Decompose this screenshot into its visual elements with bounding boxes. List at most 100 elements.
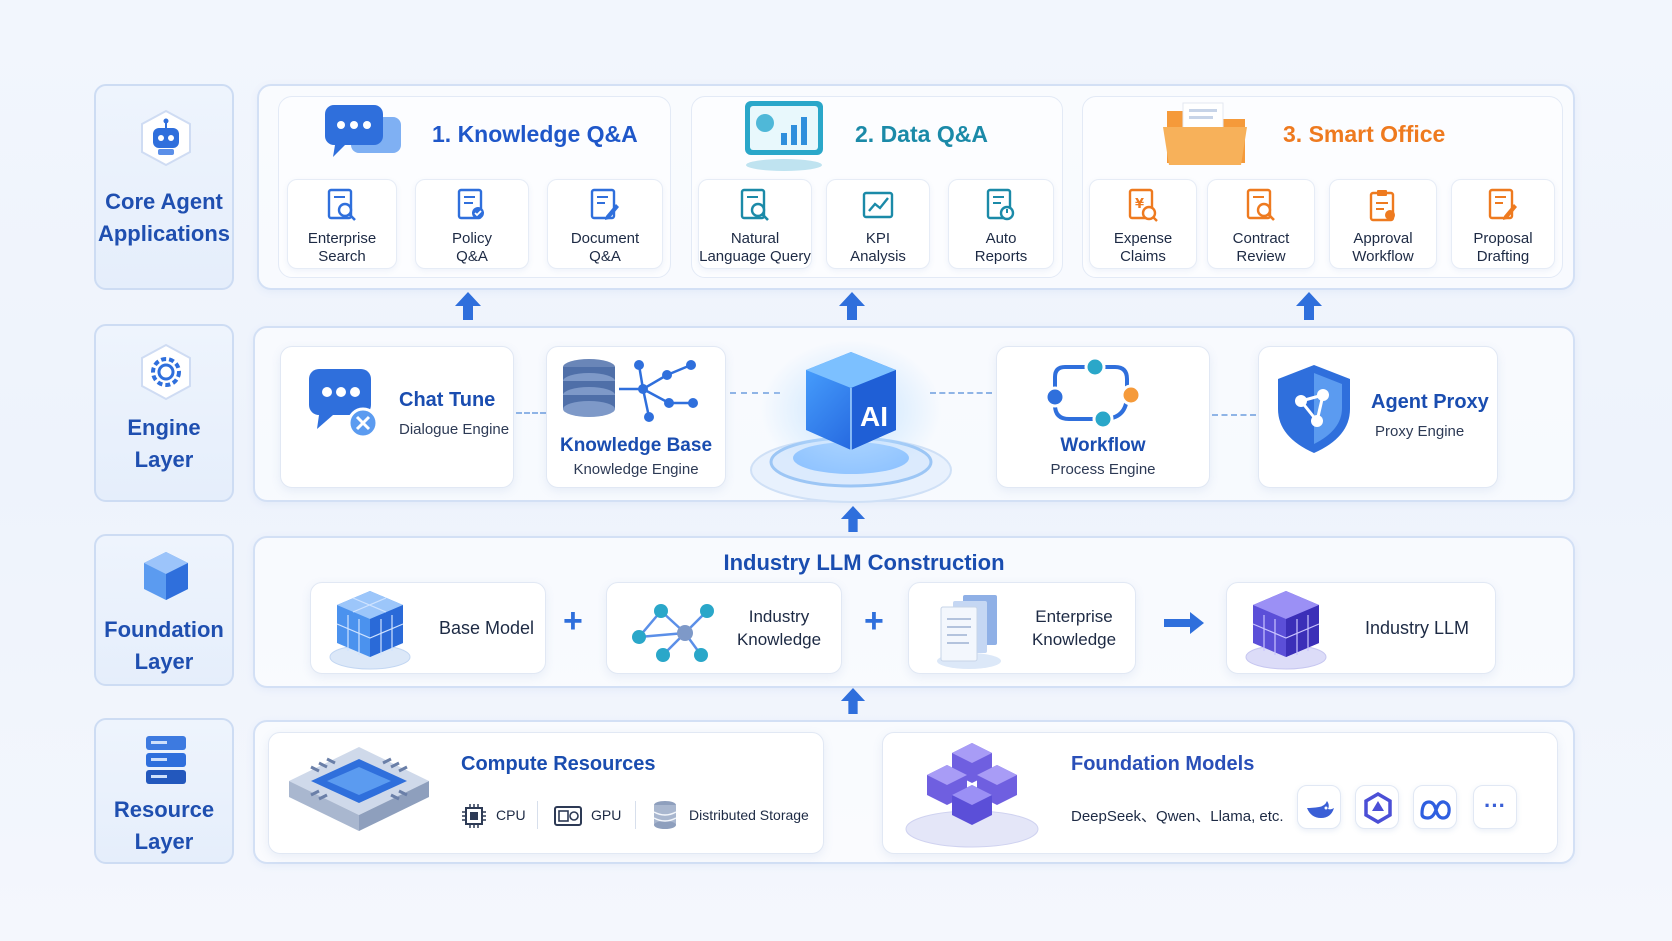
engine-knowledge-base[interactable]: Knowledge Base Knowledge Engine [546,346,726,488]
query-doc-icon [740,188,769,221]
engine-agent-proxy[interactable]: Agent Proxy Proxy Engine [1258,346,1498,488]
whale-icon [1307,801,1334,818]
app-nlq-l1: Natural [730,230,780,247]
knowledge-qa-title: 1. Knowledge Q&A [432,121,638,147]
workflow-sub: Process Engine [1050,461,1156,478]
more-models-button[interactable]: ··· [1473,785,1517,829]
app-expense-l2: Claims [1120,248,1166,265]
app-document-qa-l1: Document [570,230,640,247]
divider [635,801,636,829]
arrow-up-icon [840,688,866,714]
plus-sign: + [563,602,583,640]
connector-dash [930,392,992,394]
knowledge-base-sub: Knowledge Engine [573,461,699,478]
app-kpi-l1: KPI [865,230,891,247]
connector-dash [1212,414,1256,416]
plus-sign: + [864,602,884,640]
industry-llm-card[interactable]: Industry LLM [1226,582,1496,674]
foundation-models-list: DeepSeek、Qwen、Llama, etc. [1071,808,1284,825]
deepseek-logo[interactable] [1297,785,1341,829]
industry-knowledge-l1: Industry [748,607,810,626]
knowledge-base-title: Knowledge Base [559,435,713,456]
storage-label: Distributed Storage [689,807,809,823]
qwen-logo[interactable] [1355,785,1399,829]
review-doc-icon [1246,188,1275,221]
server-stack-icon [146,736,186,784]
divider [537,801,538,829]
industry-knowledge-l2: Knowledge [736,630,822,649]
enterprise-knowledge-l2: Knowledge [1031,630,1117,649]
engine-workflow[interactable]: Workflow Process Engine [996,346,1210,488]
chip-icon [289,747,429,831]
app-proposal-l1: Proposal [1473,230,1533,247]
layer-foundation-line1: Foundation [104,617,224,642]
app-expense-l1: Expense [1113,230,1173,247]
qwen-icon [1364,791,1392,825]
shield-icon [1278,365,1350,453]
layer-label-foundation: Foundation Layer [94,534,234,686]
chat-tune-sub: Dialogue Engine [399,421,510,438]
workflow-title: Workflow [1060,435,1146,456]
app-policy-qa-l2: Q&A [456,248,488,265]
layer-label-core: Core Agent Applications [94,84,234,290]
cube-icon [144,552,188,600]
ai-cube-icon: AI [750,340,952,503]
app-document-qa-l2: Q&A [589,248,621,265]
ai-label: AI [860,401,888,432]
infinity-icon [1420,800,1451,820]
arrow-up-icon [839,292,865,320]
chat-tune-icon [309,369,379,439]
foundation-models-card[interactable]: Foundation Models DeepSeek、Qwen、Llama, e… [882,732,1558,854]
app-enterprise-search-l2: Search [318,248,366,265]
documents-icon [937,595,1001,669]
clipboard-icon [1369,190,1395,222]
compute-resources-card[interactable]: Compute Resources CPU GPU Distributed St… [268,732,824,854]
arrow-right-icon [1164,612,1204,634]
agent-proxy-title: Agent Proxy [1371,391,1489,413]
app-nlq-l2: Language Query [699,248,811,265]
engine-chat-tune[interactable]: Chat Tune Dialogue Engine [280,346,514,488]
monitor-chart-icon [745,101,823,171]
gear-icon [141,343,191,401]
search-doc-icon [327,188,356,221]
cube-grid-icon [329,591,411,670]
agent-proxy-sub: Proxy Engine [1375,423,1465,440]
layer-engine-line2: Layer [134,447,194,472]
enterprise-knowledge-l1: Enterprise [1035,607,1113,626]
arrow-up-icon [840,506,866,532]
connector-dash [516,412,546,414]
ai-core: AI [746,330,956,510]
layer-resource-line2: Layer [134,829,194,854]
smart-office-title: 3. Smart Office [1283,121,1446,147]
arrow-up-icon [455,292,481,320]
cpu-icon [462,804,486,828]
app-proposal-l2: Drafting [1476,248,1530,265]
data-qa-title: 2. Data Q&A [855,121,988,147]
report-doc-icon [986,188,1015,221]
connector-dash [730,392,780,394]
base-model-label: Base Model [439,618,535,638]
app-kpi-l2: Analysis [850,248,906,265]
layer-resource-line1: Resource [113,797,215,822]
app-contract-l2: Review [1236,248,1286,265]
meta-llama-logo[interactable] [1413,785,1457,829]
base-model-card[interactable]: Base Model [310,582,546,674]
layer-label-engine: Engine Layer [94,324,234,502]
app-policy-qa-l1: Policy [451,230,492,247]
more-icon: ··· [1484,793,1506,818]
database-network-icon [563,359,698,422]
